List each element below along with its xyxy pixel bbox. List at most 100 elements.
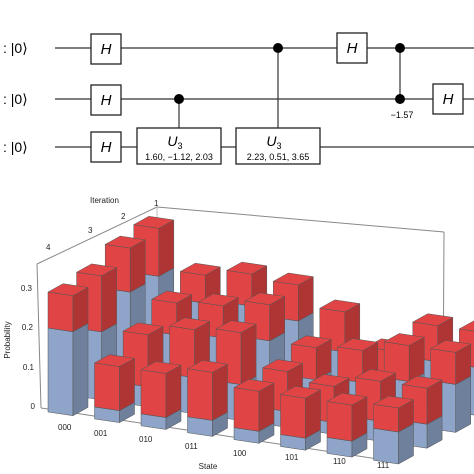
iteration-label: 4 — [46, 243, 51, 252]
x-tick-label: 001 — [94, 429, 108, 438]
bar-upper-front — [373, 404, 399, 433]
x-axis-label: State — [199, 462, 218, 471]
bar-upper-top — [226, 261, 268, 275]
bar-lower-side — [455, 375, 471, 433]
h-gate-label: H — [347, 40, 358, 57]
bar-upper-front — [280, 394, 306, 439]
bar-upper-top — [355, 369, 396, 382]
bar-upper-top — [169, 317, 210, 330]
iteration-label: 1 — [154, 199, 159, 208]
svg-text:U3: U3 — [266, 133, 281, 151]
bar-iter4-011 — [187, 360, 228, 437]
bar-upper-side — [101, 267, 117, 333]
bar-upper-top — [244, 292, 285, 306]
bar-upper-top — [401, 375, 443, 389]
y-tick-label: 0 — [31, 402, 36, 411]
u3-gate-1-params: 1.60, −1.12, 2.03 — [145, 152, 213, 162]
chart-3d: 0 0.1 0.2 0.3 Probability Iteration 1 2 … — [3, 196, 474, 471]
top-left-edge — [36, 206, 158, 265]
quantum-circuit: : |0⟩ : |0⟩ : |0⟩ H H H U3 1.60, −1.12, … — [3, 32, 474, 165]
bar-upper-top — [326, 392, 368, 406]
bar-upper-top — [187, 360, 228, 373]
bar-upper-top — [197, 293, 239, 307]
top-back-edge — [156, 206, 445, 233]
u3-gate-subscript: 3 — [277, 141, 282, 151]
y-tick-label: 0.1 — [23, 363, 35, 372]
bar-lower-side — [72, 323, 89, 416]
y-ticks: 0 0.1 0.2 0.3 — [21, 284, 36, 411]
bar-upper-side — [129, 239, 146, 293]
bar-upper-top — [308, 374, 350, 387]
bar-upper-top — [280, 385, 321, 399]
bar-iter4-001 — [94, 354, 135, 423]
bar-iter4-000 — [47, 283, 89, 416]
u3-gate-1 — [136, 127, 222, 165]
bar-upper-top — [373, 395, 414, 409]
x-tick-label: 111 — [377, 461, 390, 470]
h-gate-label: H — [101, 92, 112, 109]
u3-gate-label: U — [266, 133, 277, 149]
depth-axis-label: Iteration — [90, 196, 119, 205]
bar-upper-side — [119, 358, 135, 411]
u3-gate-label: U — [167, 133, 178, 149]
u3-gate-2 — [235, 127, 321, 165]
bar-upper-front — [233, 387, 260, 432]
bar-upper-top — [76, 263, 117, 277]
x-tick-label: 011 — [185, 442, 198, 451]
bar-iter4-111 — [373, 395, 414, 465]
bar-upper-top — [122, 322, 164, 336]
bar-upper-top — [233, 379, 275, 392]
u3-gate-2-params: 2.23, 0.51, 3.65 — [247, 152, 310, 162]
x-tick-label: 110 — [333, 457, 346, 466]
bar-iter4-010 — [140, 361, 182, 430]
bar-upper-side — [165, 364, 182, 418]
qubit-label-2: : |0⟩ — [3, 139, 28, 155]
x-tick-label: 100 — [233, 449, 247, 458]
bar-iter4-101 — [280, 385, 321, 451]
qubit-label-0: : |0⟩ — [3, 40, 28, 56]
bar-upper-top — [262, 359, 303, 372]
front-left-edge — [36, 263, 42, 409]
bar-lower-front — [373, 428, 399, 465]
bar-upper-top — [104, 235, 146, 249]
x-tick-label: 000 — [58, 423, 72, 432]
bar-lower-front — [47, 327, 74, 416]
bar-upper-front — [140, 369, 167, 418]
h-gate — [90, 84, 122, 116]
y-tick-label: 0.2 — [22, 323, 34, 332]
h-gate — [90, 131, 122, 163]
h-gate — [432, 83, 464, 115]
y-tick-label: 0.3 — [21, 284, 33, 293]
iteration-label: 2 — [121, 212, 126, 221]
control-dot — [273, 43, 283, 53]
bar-upper-side — [212, 363, 228, 421]
y-axis-label: Probability — [3, 321, 12, 358]
bar-iter3-111 — [401, 375, 443, 449]
bar-upper-front — [326, 401, 353, 442]
phase-label: −1.57 — [391, 110, 414, 120]
bar-upper-top — [215, 320, 257, 333]
h-gate-label: H — [101, 139, 112, 156]
u3-gate-subscript: 3 — [178, 141, 183, 151]
bar-upper-top — [47, 283, 89, 296]
bar-upper-front — [187, 368, 213, 421]
control-dot — [395, 94, 405, 104]
bar-upper-top — [383, 333, 425, 346]
bar-upper-top — [180, 262, 221, 276]
bar-upper-top — [459, 320, 474, 332]
h-gate — [90, 33, 122, 65]
bar-upper-front — [94, 362, 120, 411]
bars-layer — [47, 216, 474, 465]
bar-upper-top — [133, 216, 175, 229]
iteration-label: 3 — [88, 226, 93, 235]
x-tick-label: 010 — [139, 435, 153, 444]
control-dot — [395, 43, 405, 53]
svg-text:U3: U3 — [167, 133, 182, 151]
bar-upper-top — [412, 313, 454, 326]
qubit-label-1: : |0⟩ — [3, 91, 28, 107]
bar-upper-top — [151, 290, 192, 304]
bar-iter4-110 — [326, 392, 368, 458]
bar-upper-side — [158, 219, 175, 277]
bar-upper-top — [140, 361, 182, 374]
